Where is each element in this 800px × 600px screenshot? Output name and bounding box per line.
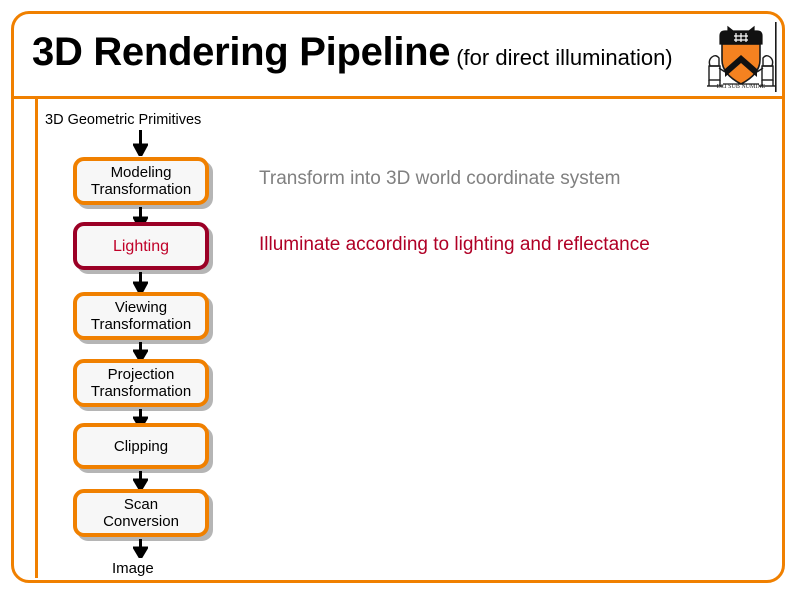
pipeline-input-label: 3D Geometric Primitives bbox=[45, 112, 202, 128]
pipeline-output-label: Image bbox=[112, 560, 154, 577]
slide-outer-border bbox=[11, 11, 785, 583]
page-subtitle: (for direct illumination) bbox=[456, 45, 673, 70]
content-left-rule bbox=[35, 99, 38, 578]
arrow-input-to-modeling bbox=[131, 130, 150, 161]
arrow-viewing-to-projection bbox=[131, 342, 150, 366]
annotation-modeling-note: Transform into 3D world coordinate syste… bbox=[259, 168, 621, 189]
pipeline-stage-clipping[interactable]: Clipping bbox=[73, 423, 209, 469]
arrow-scan-to-image bbox=[131, 539, 150, 563]
title-divider-rule bbox=[14, 96, 782, 99]
slide-title: 3D Rendering Pipeline(for direct illumin… bbox=[32, 30, 692, 90]
arrow-clipping-to-scan bbox=[131, 471, 150, 495]
page-title: 3D Rendering Pipeline bbox=[32, 30, 451, 74]
pipeline-stage-lighting-label: Lighting bbox=[112, 237, 170, 255]
arrow-lighting-to-viewing bbox=[131, 272, 150, 299]
pipeline-stage-clipping-label: Clipping bbox=[113, 437, 169, 455]
svg-text:DEI SUB NUMINE: DEI SUB NUMINE bbox=[717, 84, 766, 90]
pipeline-stage-lighting[interactable]: Lighting bbox=[73, 222, 209, 270]
annotation-lighting-note: Illuminate according to lighting and ref… bbox=[259, 234, 650, 255]
princeton-shield-logo: DEI SUB NUMINE bbox=[705, 22, 777, 96]
